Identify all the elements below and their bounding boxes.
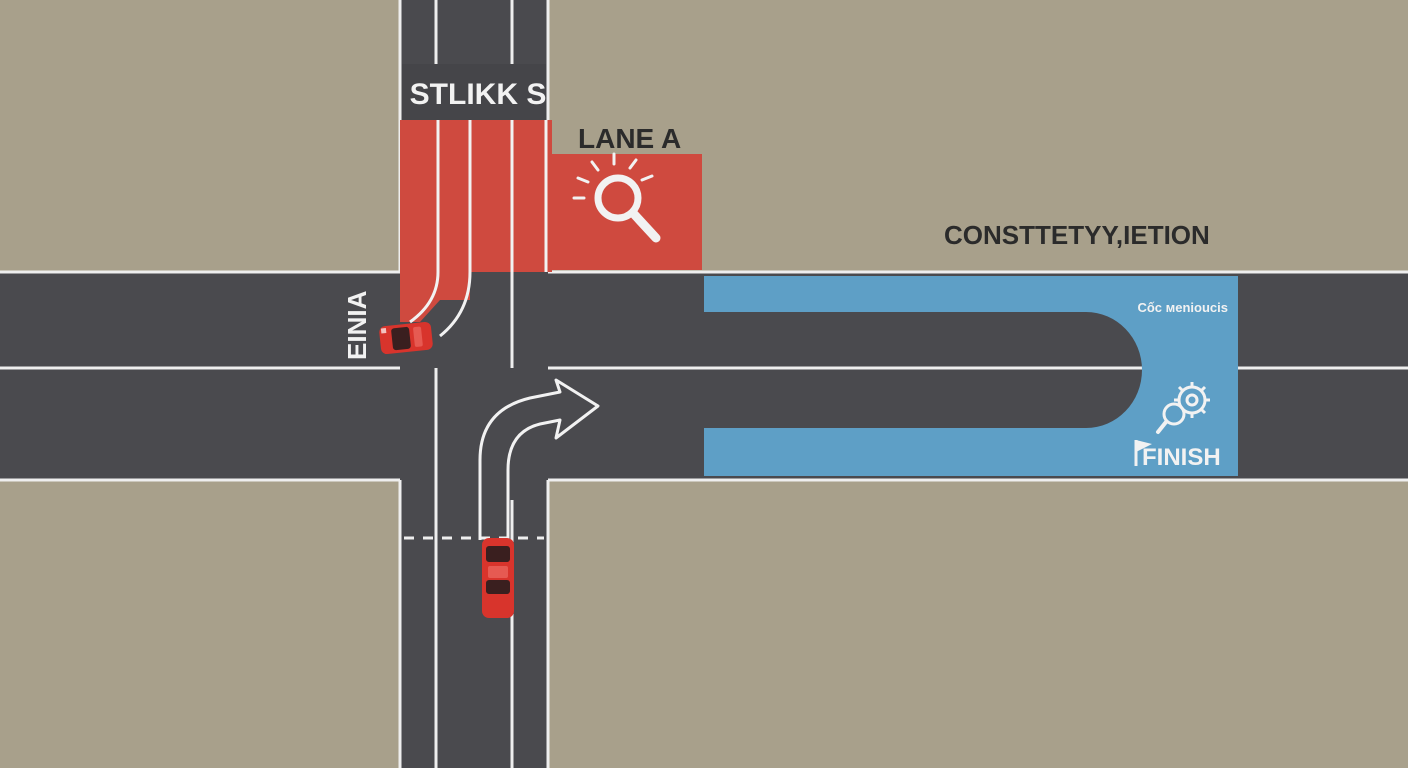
top-street-band (402, 64, 546, 120)
finish-label: FINISH (1142, 444, 1221, 471)
gear-magnifier-icon (1156, 382, 1210, 434)
blue-small-label: Cốc меnioucis (1137, 300, 1228, 315)
flag-icon (1134, 440, 1152, 466)
red-lane-curve (400, 272, 470, 322)
lane-a-label: LANE A (578, 123, 681, 154)
red-lane-line-2 (439, 120, 472, 338)
car-straight (482, 538, 514, 618)
red-lane-zone (400, 120, 552, 272)
top-street-label: STLIKK S (410, 78, 547, 111)
left-vertical-label: EINIA (342, 290, 372, 360)
magnifier-rays-icon (572, 152, 661, 243)
blue-zone (704, 276, 1238, 476)
red-lane-line-1 (409, 120, 440, 324)
turn-right-arrow-icon (478, 378, 600, 540)
construction-label: CONSTTETYY,IETION (944, 220, 1210, 250)
car-turning (379, 321, 433, 355)
